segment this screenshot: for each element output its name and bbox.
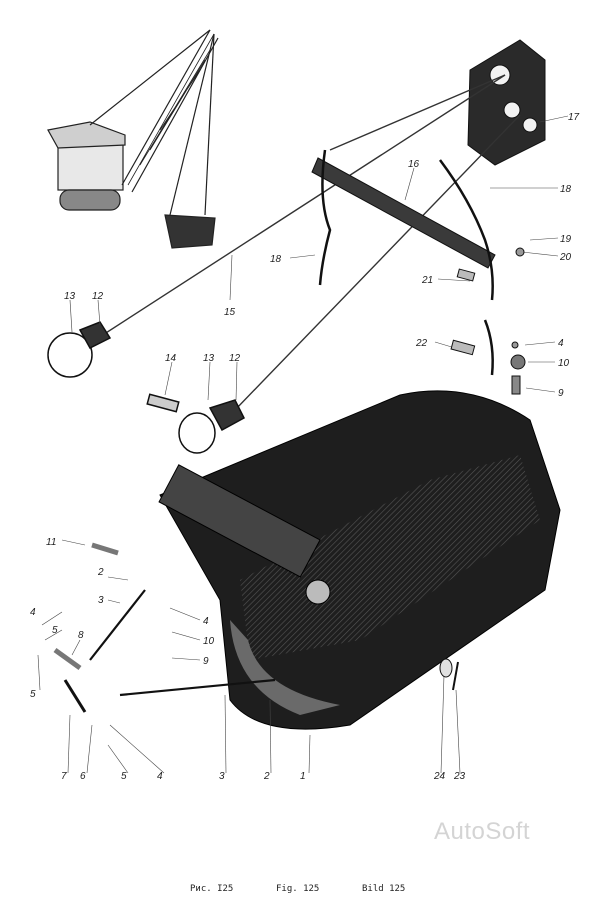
- callout-1: 1: [300, 771, 306, 782]
- callout-21: 21: [421, 275, 433, 286]
- callout-3: 3: [219, 771, 225, 782]
- callout-14: 14: [165, 353, 177, 364]
- callout-19: 19: [560, 234, 572, 245]
- callout-13-middle: 13: [203, 353, 215, 364]
- callout-18-right: 18: [560, 184, 572, 195]
- drag-cables: [94, 74, 521, 411]
- caption-de: Bild 125: [362, 884, 406, 894]
- callout-4: 4: [157, 771, 163, 782]
- callout-17: 17: [568, 112, 580, 123]
- callout-10-right: 10: [558, 358, 570, 369]
- callout-leader-lines: [37, 115, 569, 774]
- callout-20: 20: [559, 252, 572, 263]
- callout-4-left: 4: [30, 607, 36, 618]
- caption-ru: Рис. I25: [190, 884, 234, 894]
- callout-5-left: 5: [30, 689, 36, 700]
- callout-6: 6: [80, 771, 86, 782]
- small-fasteners-right: [439, 247, 526, 691]
- callout-18-left: 18: [270, 254, 282, 265]
- callout-10: 10: [203, 636, 215, 647]
- hoist-chains: [318, 149, 494, 376]
- caption-en: Fig. 125: [276, 884, 320, 894]
- spreader-bar: [311, 157, 496, 269]
- watermark: AutoSoft: [434, 818, 531, 845]
- callout-11: 11: [46, 537, 56, 548]
- callout-15: 15: [224, 307, 236, 318]
- callout-13-left: 13: [64, 291, 76, 302]
- callout-22: 22: [415, 338, 428, 349]
- callout-16: 16: [408, 159, 420, 170]
- callout-12-middle: 12: [229, 353, 241, 364]
- callout-4-right: 4: [558, 338, 564, 349]
- callout-8: 8: [78, 630, 84, 641]
- callout-9: 9: [203, 656, 209, 667]
- hoist-block-assembly: [467, 39, 546, 166]
- callout-2: 2: [263, 771, 270, 782]
- callout-7: 7: [61, 771, 67, 782]
- callout-5: 5: [121, 771, 127, 782]
- dragline-bucket: [158, 390, 561, 730]
- callout-23: 23: [453, 771, 466, 782]
- excavator-illustration: [47, 29, 219, 249]
- callout-3-upper: 3: [98, 595, 104, 606]
- callout-2-upper: 2: [97, 567, 104, 578]
- callout-5-upper: 5: [52, 625, 58, 636]
- callout-24: 24: [433, 771, 446, 782]
- callout-9-right: 9: [558, 388, 564, 399]
- hook-assembly-middle: [146, 393, 245, 454]
- callout-4-middle: 4: [203, 616, 209, 627]
- callout-12-left: 12: [92, 291, 104, 302]
- lower-chain-and-fittings: [53, 542, 276, 713]
- hook-assembly-left: [47, 321, 112, 378]
